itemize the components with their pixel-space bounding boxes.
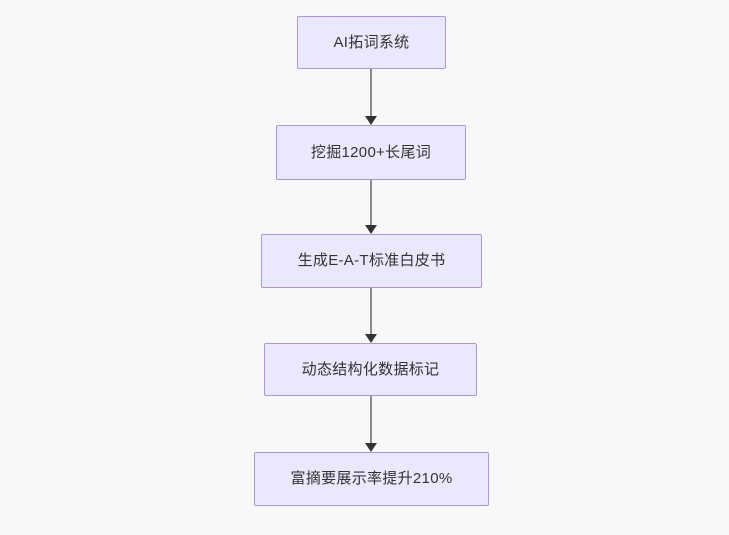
node-label: 挖掘1200+长尾词: [310, 143, 432, 161]
connector-shaft: [370, 180, 372, 226]
arrowhead-down-icon: [365, 116, 377, 125]
connector-arrow-1: [365, 69, 377, 125]
connector-arrow-4: [365, 396, 377, 452]
arrowhead-down-icon: [365, 334, 377, 343]
node-label: 生成E-A-T标准白皮书: [297, 252, 446, 269]
flowchart-node-longtail-keywords[interactable]: 挖掘1200+长尾词: [276, 125, 466, 180]
node-label: 动态结构化数据标记: [301, 360, 440, 378]
flowchart-node-ai-keyword-system[interactable]: AI拓词系统: [297, 16, 446, 69]
connector-arrow-3: [365, 288, 377, 343]
flowchart-node-eat-whitepaper[interactable]: 生成E-A-T标准白皮书: [261, 234, 482, 288]
arrowhead-down-icon: [365, 443, 377, 452]
arrowhead-down-icon: [365, 225, 377, 234]
node-label: 富摘要展示率提升210%: [290, 470, 453, 487]
connector-shaft: [370, 288, 372, 335]
flowchart-node-rich-snippet-result[interactable]: 富摘要展示率提升210%: [254, 452, 489, 506]
connector-shaft: [370, 396, 372, 444]
connector-arrow-2: [365, 180, 377, 234]
node-label: AI拓词系统: [333, 33, 410, 51]
flowchart-node-structured-data-markup[interactable]: 动态结构化数据标记: [264, 343, 477, 396]
connector-shaft: [370, 69, 372, 117]
